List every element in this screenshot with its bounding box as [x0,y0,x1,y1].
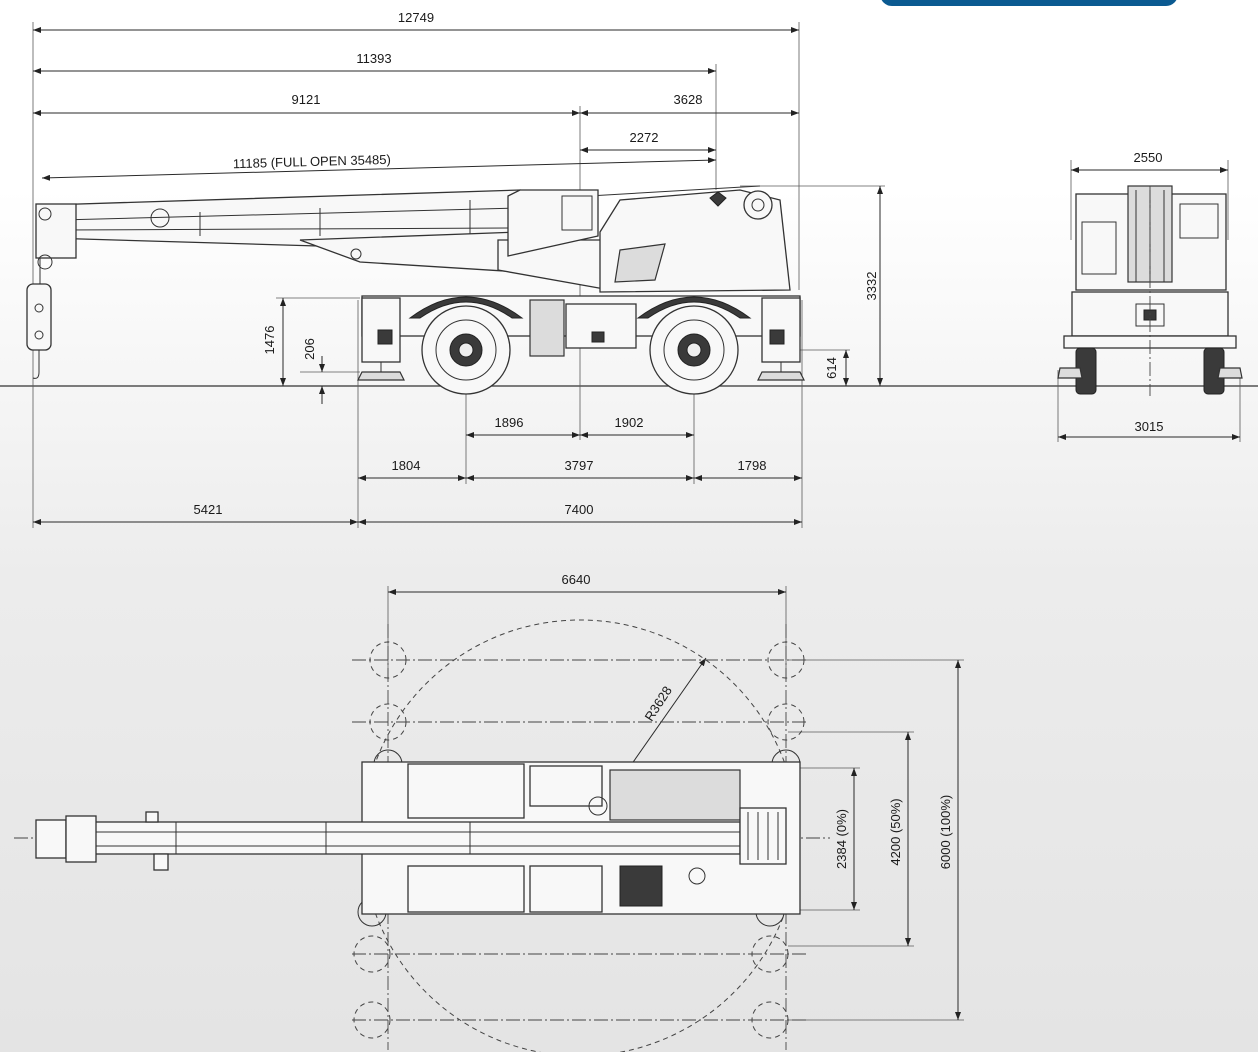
dim-line-boom-length [41,157,717,181]
dim-width-50: 4200 (50%) [888,798,903,865]
header-banner [880,0,1178,6]
dim-front-overhang: 1804 [392,458,421,473]
dim-body-width: 2550 [1134,150,1163,165]
engine-grille [619,865,663,907]
side-view: 12749 11393 9121 3628 2272 11185 (FULL O… [0,10,1258,528]
top-winch [739,807,787,865]
boom-head [35,203,77,259]
dim-total-height: 3332 [864,272,879,301]
dim-outrigger-width: 3015 [1135,419,1164,434]
dim-front-axle-to-center: 1896 [495,415,524,430]
dim-carrier-length: 7400 [565,502,594,517]
dim-ground-clearance-rear: 614 [824,357,839,379]
engine-window [614,243,666,283]
crane-rear-illustration [1057,185,1243,396]
rear-fender [636,296,752,319]
crane-side-illustration [26,185,805,395]
dim-front-to-center: 9121 [292,92,321,107]
dim-wheelbase: 3797 [565,458,594,473]
dim-ground-clearance-front: 206 [302,338,317,360]
dim-width-0: 2384 (0%) [834,809,849,869]
rear-wheel [649,305,739,395]
dim-boom-tip-to-rear: 11393 [356,51,391,66]
rear-outrigger [757,297,805,381]
operator-cab [507,189,599,257]
hook-block [26,283,52,351]
crane-top-illustration [35,761,801,915]
dim-width-100: 6000 (100%) [938,795,953,869]
hoist-winch [743,190,773,220]
dim-tail-swing-radius: R3628 [642,683,675,723]
dim-outrigger-span-length: 6640 [562,572,591,587]
dim-boom-overhang: 5421 [194,502,223,517]
front-outrigger [357,297,405,381]
dim-boom-length: 11185 (FULL OPEN 35485) [233,152,391,171]
front-fender [408,296,524,319]
front-wheel [421,305,511,395]
rear-view: 2550 3015 [1057,150,1243,442]
top-boom-head [35,819,67,859]
dim-center-to-rear-axle: 1902 [615,415,644,430]
dim-overall-length: 12749 [398,10,434,25]
dim-outrigger-height: 1476 [262,326,277,355]
dim-rear-overhang: 1798 [738,458,767,473]
dim-center-to-pivot: 2272 [630,130,659,145]
top-view: 6640 R3628 2384 (0%) 4200 (50%) 6000 (10… [14,572,964,1052]
top-boom [59,821,741,855]
dim-center-to-rear: 3628 [674,92,703,107]
